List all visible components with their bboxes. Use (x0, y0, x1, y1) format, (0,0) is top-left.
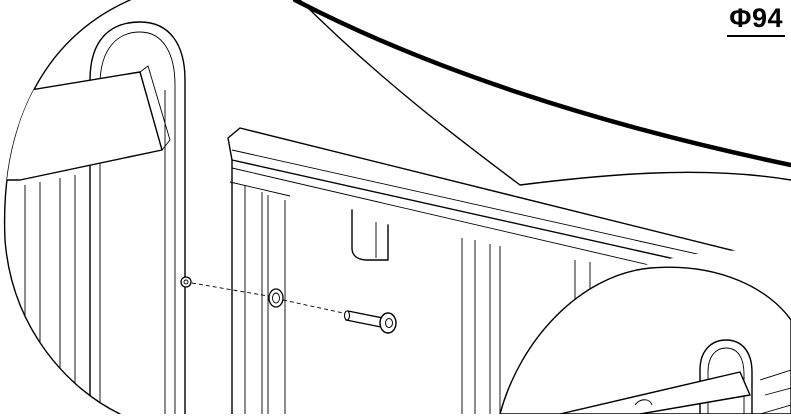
guide-line-2 (282, 299, 349, 315)
bolt (343, 310, 397, 334)
hanging-bracket (351, 209, 389, 261)
guide-line-1 (191, 282, 269, 297)
detail-bubble-outline (3, 0, 791, 415)
screw-hole-left (180, 276, 192, 288)
left-rail (4, 71, 163, 181)
part-code-label: Φ94 (727, 3, 785, 37)
inset-bubble (499, 266, 791, 415)
bed-post (89, 21, 186, 414)
bushing (268, 288, 284, 308)
edge-line (292, 0, 791, 168)
inset-post (699, 339, 753, 415)
frame-rail (227, 127, 791, 286)
